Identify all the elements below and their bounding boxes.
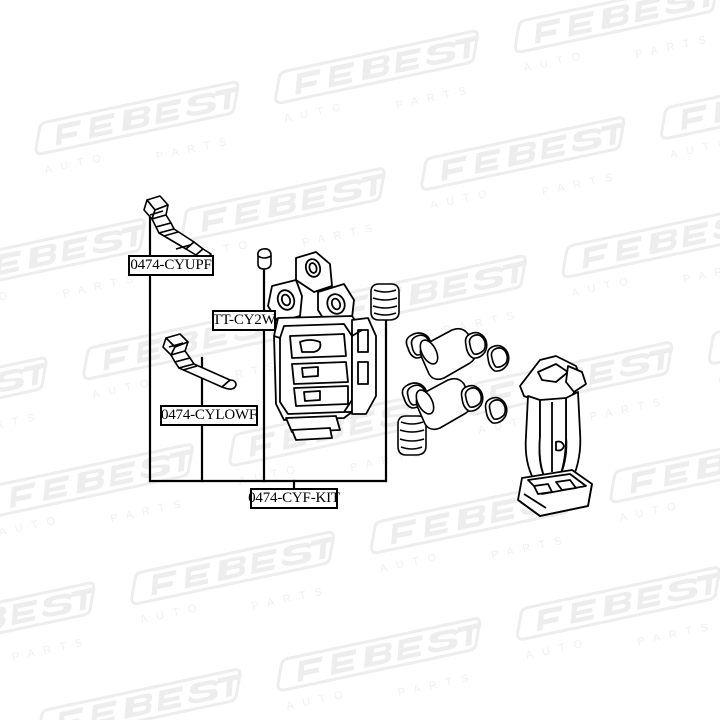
label-lower-guide-pin[interactable]: 0474-CYLOWF bbox=[160, 405, 258, 426]
label-upper-guide-pin[interactable]: 0474-CYUPF bbox=[128, 255, 214, 276]
label-seal-kit[interactable]: 0474-CYF-KIT bbox=[248, 488, 340, 509]
label-bleeder-screw[interactable]: TT-CY2W bbox=[212, 310, 276, 331]
